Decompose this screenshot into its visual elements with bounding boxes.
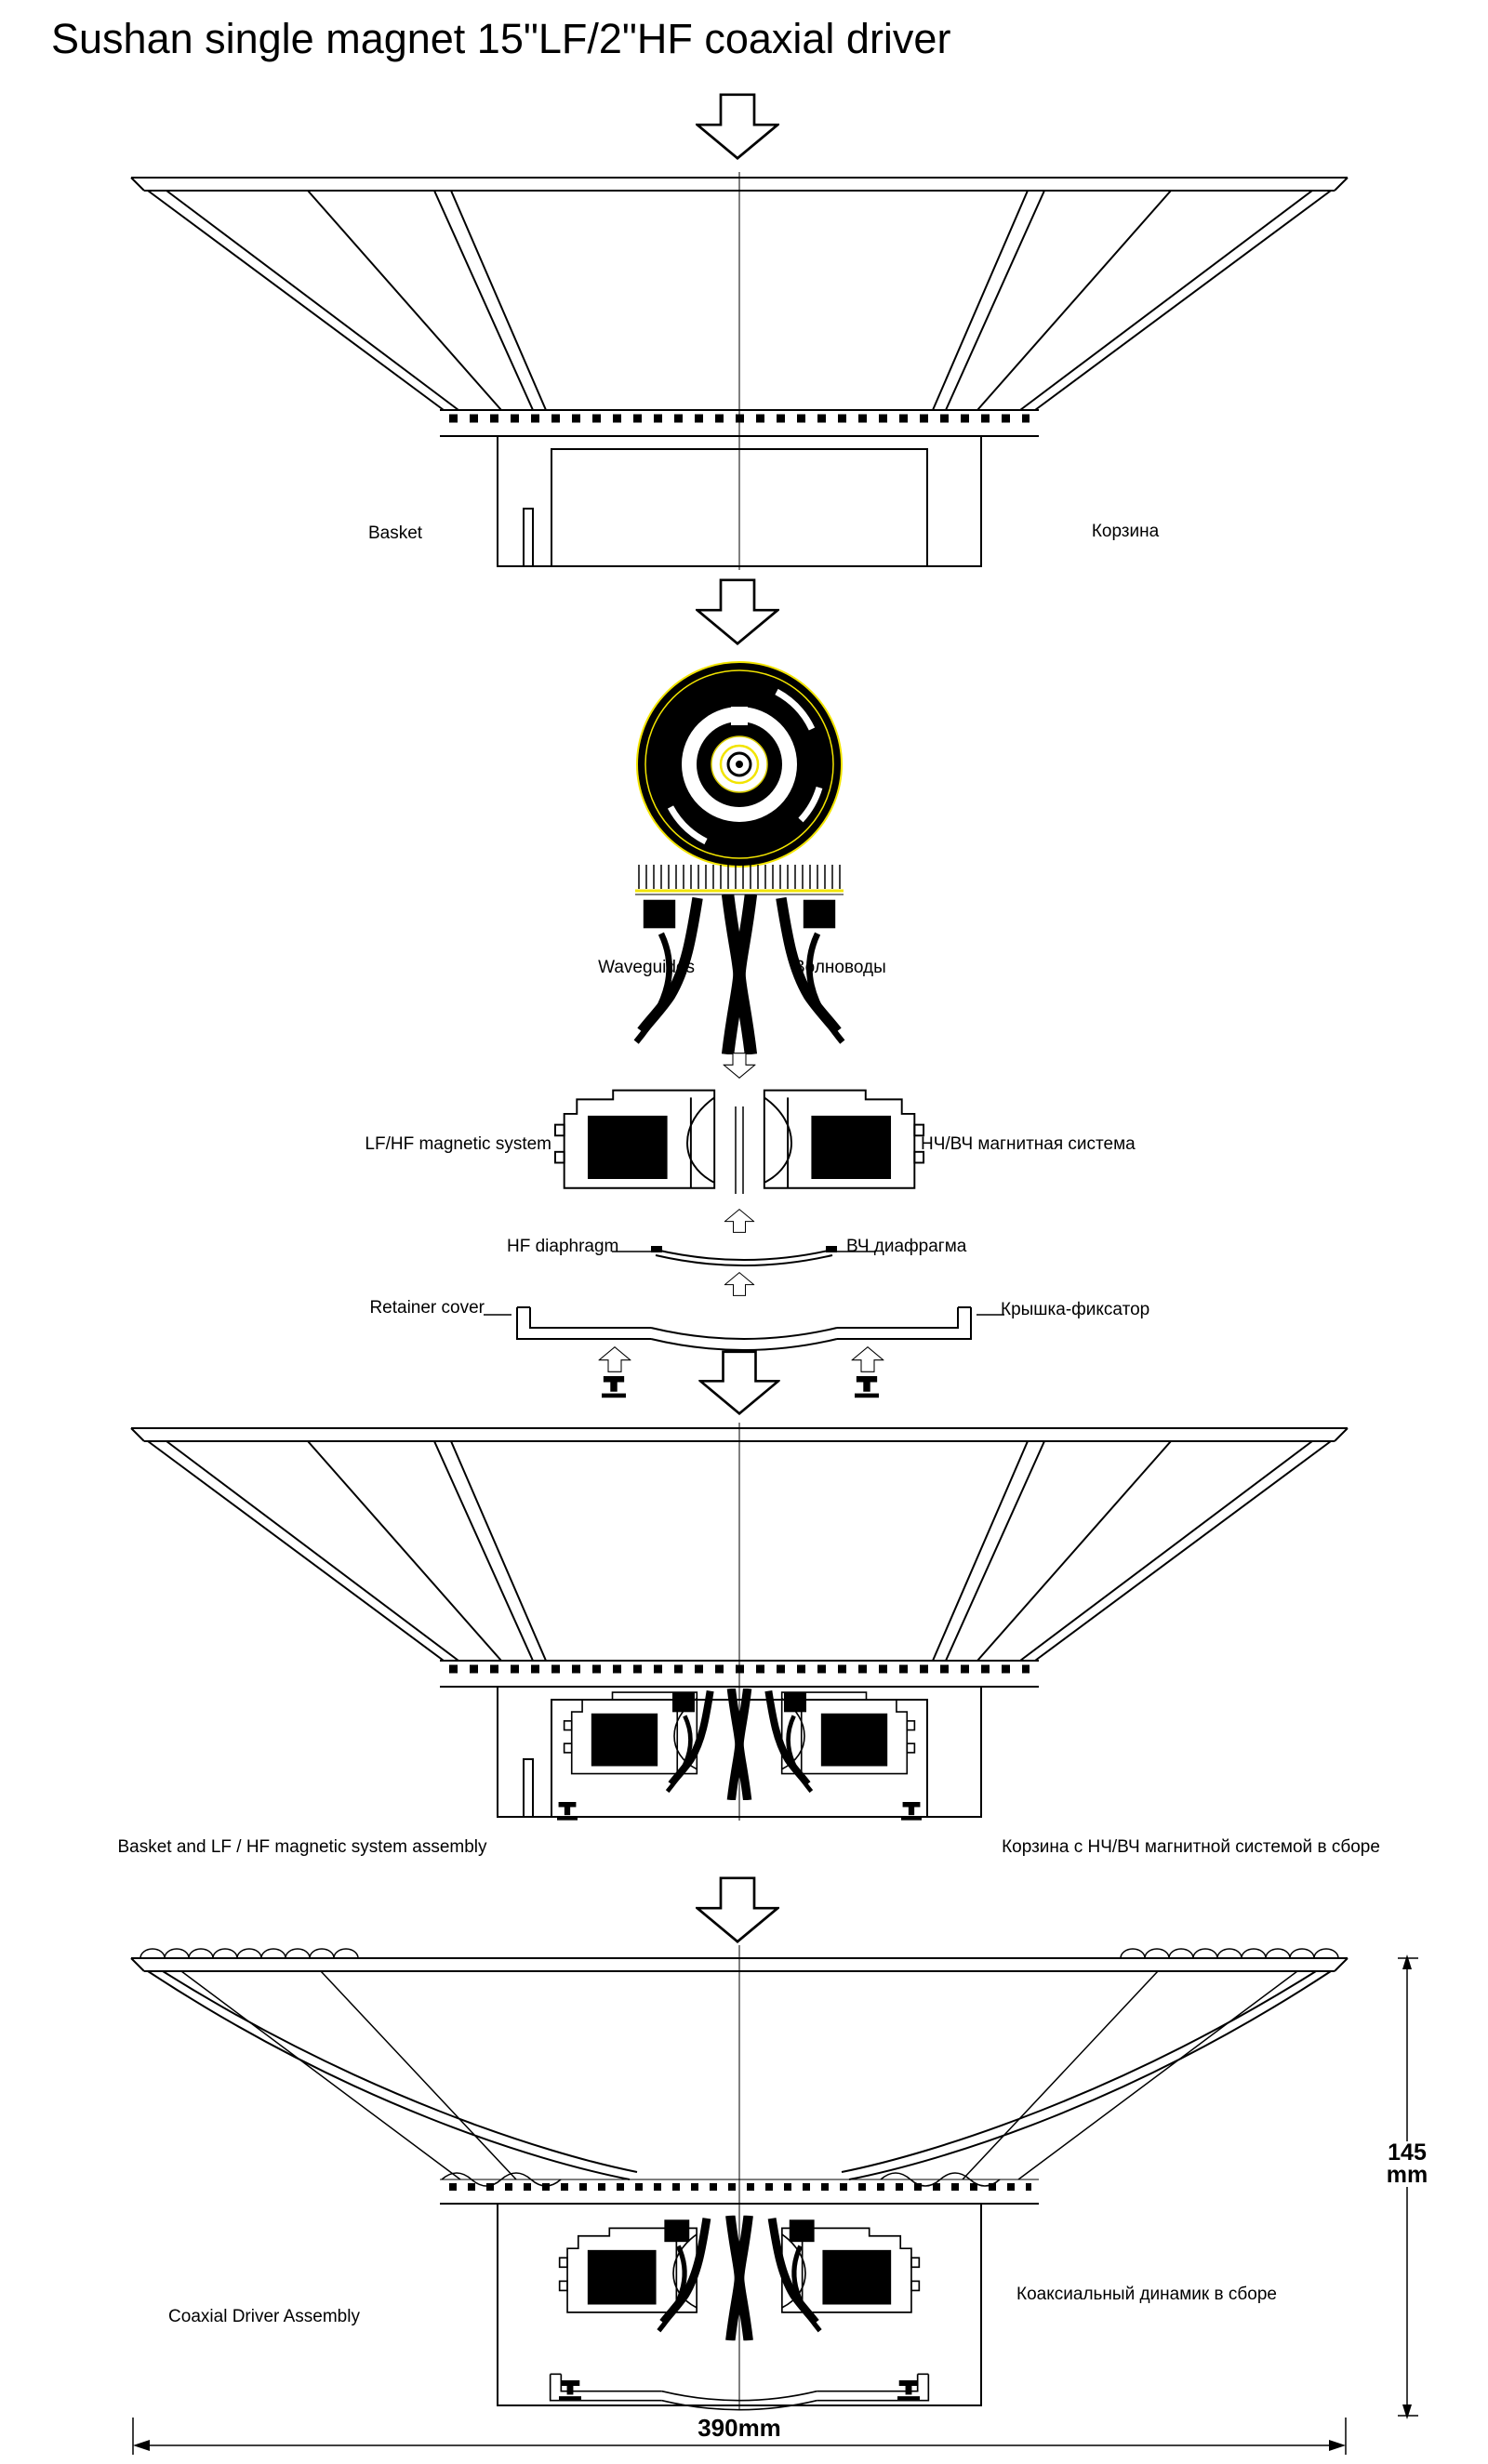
waveguide-fins xyxy=(635,865,844,895)
coaxial-assembly-retainer xyxy=(530,2366,949,2413)
magnetic-system-label-en: LF/HF magnetic system xyxy=(365,1134,551,1154)
height-dimension-line xyxy=(1398,1954,1418,2419)
coaxial-assembly-label-en: Coaxial Driver Assembly xyxy=(168,2307,360,2326)
assembly-arrow-up-1 xyxy=(723,1209,756,1233)
page-title: Sushan single magnet 15"LF/2"HF coaxial … xyxy=(51,15,951,62)
magnetic-system-drawing xyxy=(553,1080,925,1194)
basket-drawing xyxy=(126,172,1353,572)
screw-arrow-up-left xyxy=(597,1346,632,1372)
assembly-arrow-down-1 xyxy=(695,93,780,160)
waveguides-label-en: Waveguides xyxy=(598,958,695,977)
waveguide-top-view xyxy=(636,661,843,868)
screw-arrow-up-right xyxy=(850,1346,885,1372)
assembly-arrow-down-5 xyxy=(693,1876,782,1943)
coaxial-assembly-screw-left xyxy=(558,2380,582,2403)
waveguides-label-ru: Волноводы xyxy=(793,958,886,977)
coaxial-assembly-drawing xyxy=(130,1945,1348,2410)
basket-assembly-screw-left xyxy=(556,1802,578,1822)
basket-assembly-label-ru: Корзина с НЧ/ВЧ магнитной системой в сбо… xyxy=(1002,1837,1380,1857)
screw-icon-left xyxy=(601,1376,627,1400)
basket-label-en: Basket xyxy=(367,523,423,543)
width-dimension-value: 390mm xyxy=(675,2416,804,2440)
basket-assembly-screw-right xyxy=(900,1802,923,1822)
height-dimension-value: 145 xyxy=(1373,2141,1442,2165)
retainer-cover-label-en: Retainer cover xyxy=(369,1298,485,1318)
assembly-arrow-down-3 xyxy=(719,1053,760,1079)
hf-diaphragm-label-ru: ВЧ диафрагма xyxy=(846,1237,967,1256)
basket-assembly-label-en: Basket and LF / HF magnetic system assem… xyxy=(117,1837,487,1857)
height-dimension-unit: mm xyxy=(1373,2164,1442,2187)
assembly-arrow-down-4 xyxy=(697,1350,782,1415)
screw-icon-right xyxy=(854,1376,880,1400)
coaxial-assembly-screw-right xyxy=(897,2380,921,2403)
basket-label-ru: Корзина xyxy=(1091,522,1160,541)
magnetic-system-label-ru: НЧ/ВЧ магнитная система xyxy=(921,1134,1136,1154)
hf-diaphragm-label-en: HF diaphragm xyxy=(507,1237,619,1256)
hf-diaphragm-drawing xyxy=(612,1239,876,1276)
coaxial-assembly-magnets xyxy=(558,2213,921,2338)
assembly-arrow-up-2 xyxy=(723,1272,756,1296)
assembly-arrow-down-2 xyxy=(695,578,780,645)
basket-assembly-magnets xyxy=(563,1681,916,1798)
width-dimension-line xyxy=(132,2418,1347,2455)
retainer-cover-drawing xyxy=(484,1298,1004,1356)
retainer-cover-label-ru: Крышка-фиксатор xyxy=(1001,1300,1150,1319)
coaxial-assembly-label-ru: Коаксиальный динамик в сборе xyxy=(1016,2285,1277,2304)
